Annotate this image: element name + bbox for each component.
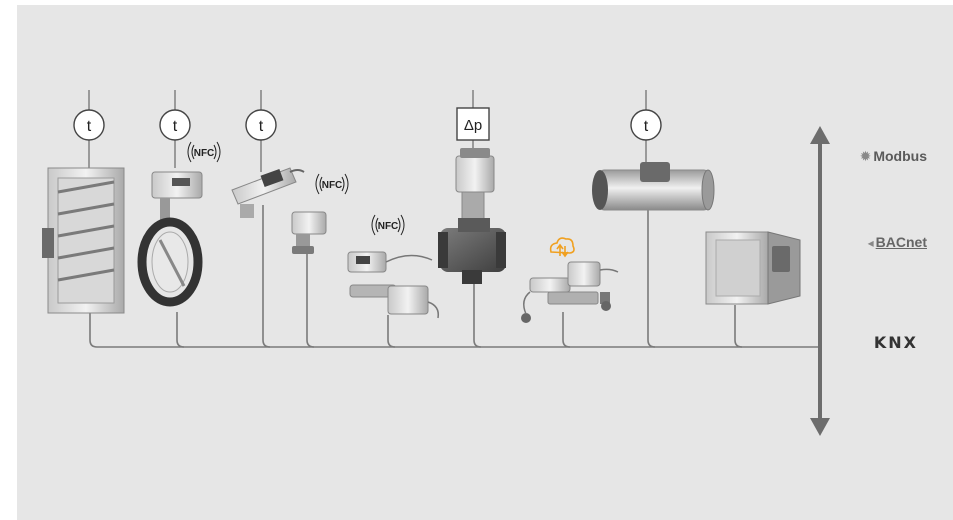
modbus-label: Modbus <box>873 148 927 164</box>
temperature-sensor: t <box>246 110 276 140</box>
nfc-label: NFC <box>322 180 343 191</box>
nfc-label: NFC <box>378 221 399 232</box>
temperature-sensor: t <box>631 110 661 140</box>
bacnet-logo-icon: ◂ <box>868 236 874 250</box>
energy-valve-icon <box>521 262 618 323</box>
sensor-label: t <box>644 118 649 135</box>
knx-logo: KNX <box>874 333 918 353</box>
bacnet-label: BACnet <box>876 234 927 250</box>
bacnet-logo: ◂BACnet <box>868 234 927 252</box>
duct-sensor-icon <box>592 162 714 210</box>
modbus-logo-icon: ✹ <box>860 148 872 165</box>
sensor-label: t <box>259 118 264 135</box>
sensor-label: t <box>87 118 92 135</box>
nfc-icon: NFC <box>316 174 348 194</box>
butterfly-valve-actuator-icon <box>142 172 202 302</box>
nfc-label: NFC <box>194 148 215 159</box>
temperature-sensor: t <box>160 110 190 140</box>
rotary-actuator-icon <box>232 168 304 218</box>
sensor-label: t <box>173 118 178 135</box>
knx-label: KNX <box>874 333 918 352</box>
bus-arrow <box>810 126 830 436</box>
zone-valve-actuator-icon <box>292 212 326 254</box>
vav-box-icon <box>706 232 800 304</box>
cloud-sync-icon <box>551 238 574 256</box>
nfc-icon: NFC <box>372 215 404 235</box>
nfc-icon: NFC <box>188 142 220 162</box>
sensor-label: Δp <box>464 117 482 134</box>
differential-pressure-sensor: Δp <box>457 108 489 140</box>
air-damper-icon <box>42 168 124 313</box>
valve-with-transmitter-icon <box>348 252 438 318</box>
temperature-sensor: t <box>74 110 104 140</box>
modbus-logo: ✹Modbus <box>860 148 927 166</box>
globe-valve-actuator-icon <box>438 148 506 284</box>
